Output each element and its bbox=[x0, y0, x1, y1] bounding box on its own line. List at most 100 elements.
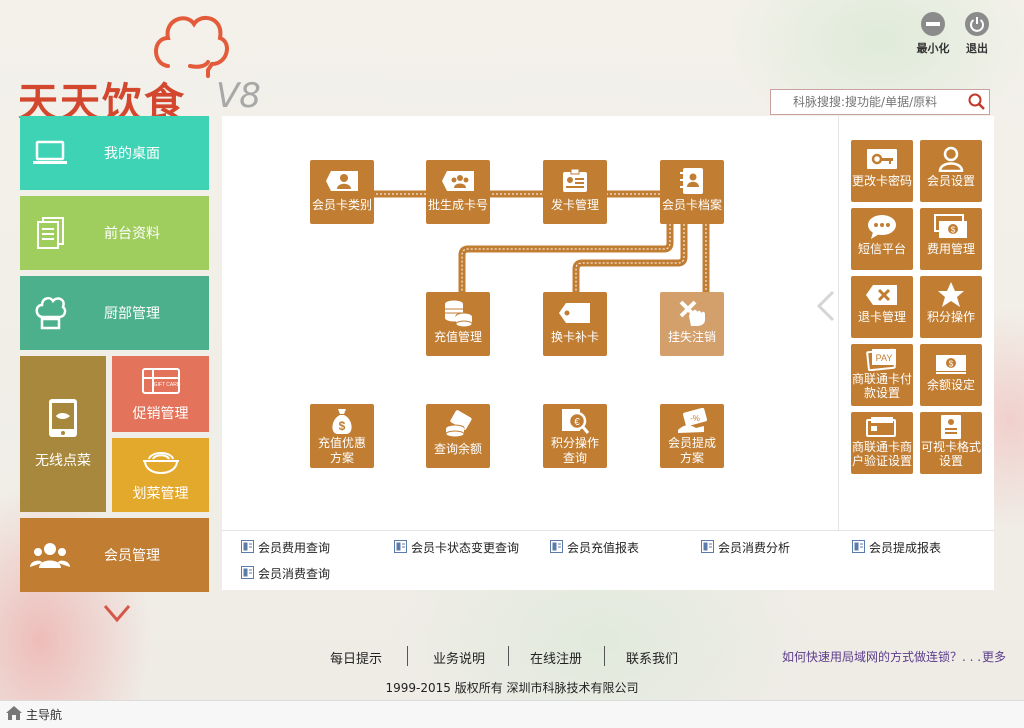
sms-platform-label: 短信平台 bbox=[857, 242, 906, 256]
tag-icon bbox=[558, 296, 592, 330]
flow-recharge-promo-label-2: 方案 bbox=[329, 451, 354, 465]
flow-connectors bbox=[312, 190, 710, 294]
fee-management-button[interactable]: $ 费用管理 bbox=[920, 208, 982, 270]
nav-desktop-label: 我的桌面 bbox=[104, 146, 160, 162]
unionpay-payment-button[interactable]: PAY 商联通卡付 款设置 bbox=[851, 344, 913, 406]
report-label: 会员费用查询 bbox=[258, 541, 331, 555]
report-icon bbox=[394, 539, 407, 556]
report-link[interactable]: 会员卡状态变更查询 bbox=[394, 539, 519, 556]
minimize-label: 最小化 bbox=[916, 42, 950, 55]
chef-hat-logo-icon bbox=[150, 8, 230, 81]
report-link[interactable]: 会员费用查询 bbox=[241, 539, 330, 556]
flow-card-type-label: 会员卡类别 bbox=[311, 198, 372, 212]
visual-card-format-button[interactable]: 可视卡格式 设置 bbox=[920, 412, 982, 474]
points-operation-button[interactable]: 积分操作 bbox=[920, 276, 982, 338]
search-box bbox=[770, 89, 990, 115]
main-nav-label[interactable]: 主导航 bbox=[26, 708, 63, 722]
unionpay-payment-label-1: 商联通卡付 bbox=[851, 372, 912, 386]
report-label: 会员充值报表 bbox=[567, 541, 640, 555]
change-card-password-button[interactable]: 更改卡密码 bbox=[851, 140, 913, 202]
power-icon bbox=[965, 12, 989, 36]
chat-bubble-icon bbox=[867, 212, 897, 242]
footer-register[interactable]: 在线注册 bbox=[530, 652, 583, 667]
footer-divider bbox=[604, 646, 605, 666]
card-coins-icon bbox=[442, 408, 474, 442]
svg-text:$: $ bbox=[949, 360, 954, 369]
minimize-button[interactable]: 最小化 bbox=[910, 12, 956, 56]
star-icon bbox=[937, 280, 965, 310]
merchant-verification-label-2: 户验证设置 bbox=[851, 454, 912, 468]
svg-text:$: $ bbox=[951, 226, 956, 235]
search-icon[interactable] bbox=[965, 90, 989, 114]
report-icon bbox=[241, 539, 254, 556]
nav-kitchen[interactable]: 厨部管理 bbox=[20, 276, 209, 350]
merchant-verification-button[interactable]: 商联通卡商 户验证设置 bbox=[851, 412, 913, 474]
exit-button[interactable]: 退出 bbox=[954, 12, 1000, 56]
points-operation-label: 积分操作 bbox=[926, 310, 975, 324]
panel-vertical-divider bbox=[838, 116, 839, 530]
group-card-icon bbox=[441, 164, 475, 198]
member-settings-button[interactable]: 会员设置 bbox=[920, 140, 982, 202]
flow-replace-card[interactable]: 换卡补卡 bbox=[543, 292, 607, 356]
return-card-label: 退卡管理 bbox=[857, 310, 906, 324]
report-label: 会员消费分析 bbox=[718, 541, 791, 555]
nav-wireless[interactable]: 无线点菜 bbox=[20, 356, 106, 512]
cancel-hand-icon bbox=[677, 296, 707, 330]
nav-promotion-label: 促销管理 bbox=[132, 406, 189, 422]
report-link[interactable]: 会员充值报表 bbox=[550, 539, 639, 556]
sms-platform-button[interactable]: 短信平台 bbox=[851, 208, 913, 270]
home-icon[interactable] bbox=[6, 706, 22, 723]
flow-card-archive[interactable]: 会员卡档案 bbox=[660, 160, 724, 224]
return-card-button[interactable]: 退卡管理 bbox=[851, 276, 913, 338]
footer-daily-tip[interactable]: 每日提示 bbox=[330, 652, 383, 667]
nav-dish[interactable]: 划菜管理 bbox=[112, 438, 209, 512]
flow-points-query-label-2: 查询 bbox=[562, 451, 587, 465]
scroll-down-chevron-icon[interactable] bbox=[102, 602, 132, 627]
flow-points-query[interactable]: € 积分操作 查询 bbox=[543, 404, 607, 468]
minus-icon bbox=[921, 12, 945, 36]
visual-card-format-label-1: 可视卡格式 bbox=[920, 440, 981, 454]
gift-card-text: GIFT CARD bbox=[153, 382, 180, 388]
flow-balance-query-label: 查询余额 bbox=[433, 442, 482, 456]
flow-card-archive-label: 会员卡档案 bbox=[661, 198, 722, 212]
report-link[interactable]: 会员消费查询 bbox=[241, 565, 330, 582]
balance-setting-label: 余额设定 bbox=[926, 378, 975, 392]
balance-setting-button[interactable]: $ 余额设定 bbox=[920, 344, 982, 406]
footer-more-link[interactable]: 更多 bbox=[982, 650, 1007, 664]
svg-text:PAY: PAY bbox=[876, 353, 893, 363]
report-link[interactable]: 会员消费分析 bbox=[701, 539, 790, 556]
documents-icon bbox=[20, 216, 80, 250]
users-icon bbox=[20, 541, 80, 569]
flow-report-loss-label: 挂失注销 bbox=[667, 330, 716, 344]
search-input[interactable] bbox=[771, 91, 965, 113]
flow-replace-card-label: 换卡补卡 bbox=[550, 330, 599, 344]
noodles-icon bbox=[141, 447, 181, 479]
svg-text:$: $ bbox=[339, 419, 346, 433]
flow-issue-card[interactable]: 发卡管理 bbox=[543, 160, 607, 224]
nav-desktop[interactable]: 我的桌面 bbox=[20, 116, 209, 190]
flow-report-loss[interactable]: 挂失注销 bbox=[660, 292, 724, 356]
money-bag-icon: $ bbox=[329, 406, 355, 436]
nav-dish-label: 划菜管理 bbox=[132, 486, 189, 502]
nav-member[interactable]: 会员管理 bbox=[20, 518, 209, 592]
report-link[interactable]: 会员提成报表 bbox=[852, 539, 941, 556]
svg-text:€: € bbox=[574, 417, 580, 428]
flow-recharge-promo[interactable]: $ 充值优惠 方案 bbox=[310, 404, 374, 468]
flow-batch-card[interactable]: 批生成卡号 bbox=[426, 160, 490, 224]
svg-text:-%: -% bbox=[690, 414, 700, 423]
nav-front[interactable]: 前台资料 bbox=[20, 196, 209, 270]
footer-question-link[interactable]: 如何快速用局域网的方式做连锁？. . . bbox=[782, 650, 982, 664]
flow-recharge-promo-label-1: 充值优惠 bbox=[317, 436, 366, 450]
flow-batch-card-label: 批生成卡号 bbox=[427, 198, 488, 212]
flow-commission[interactable]: -% 会员提成 方案 bbox=[660, 404, 724, 468]
flow-balance-query[interactable]: 查询余额 bbox=[426, 404, 490, 468]
flow-card-type[interactable]: 会员卡类别 bbox=[310, 160, 374, 224]
nav-promotion[interactable]: GIFT CARD 促销管理 bbox=[112, 356, 209, 432]
collapse-chevron-left-icon[interactable] bbox=[816, 290, 836, 325]
flow-commission-label-2: 方案 bbox=[679, 451, 704, 465]
app-version: V8 bbox=[216, 76, 261, 116]
flow-recharge[interactable]: 充值管理 bbox=[426, 292, 490, 356]
footer-contact[interactable]: 联系我们 bbox=[626, 652, 679, 667]
footer-business[interactable]: 业务说明 bbox=[433, 652, 486, 667]
pay-card-icon: PAY bbox=[866, 346, 898, 372]
